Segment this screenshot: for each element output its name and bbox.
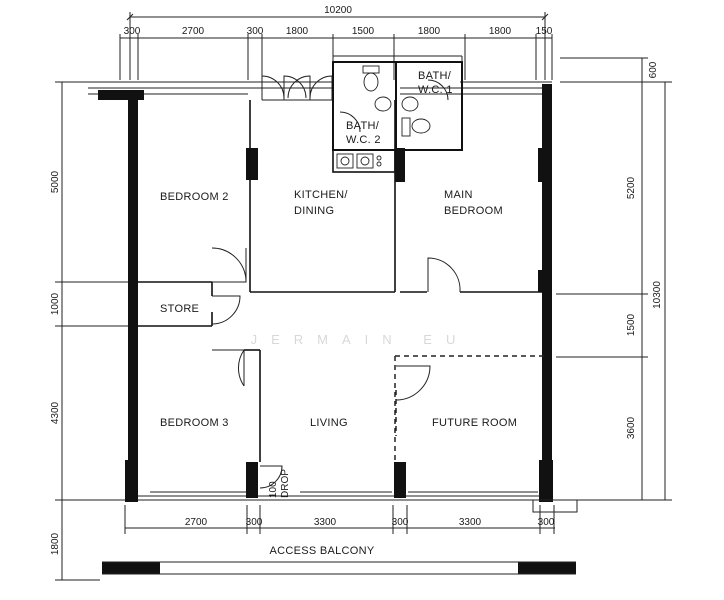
top-dimensions: 10200 300 2700 300 1800 1500 1800 1800 1… xyxy=(119,5,553,80)
dim-top-0: 300 xyxy=(124,26,141,37)
room-bath2-line1: BATH/ xyxy=(346,120,380,132)
dim-top-3: 1800 xyxy=(286,26,309,37)
dim-right-3: 3600 xyxy=(626,416,637,439)
dim-top-1: 2700 xyxy=(182,26,205,37)
dim-left-1: 1000 xyxy=(50,292,61,315)
room-labels: BEDROOM 2 KITCHEN/ DINING BATH/ W.C. 1 B… xyxy=(160,70,517,498)
dim-top-6: 1800 xyxy=(489,26,512,37)
room-kitchen-line1: KITCHEN/ xyxy=(294,189,348,201)
dim-top-total: 10200 xyxy=(324,5,352,16)
access-balcony: ACCESS BALCONY xyxy=(102,545,576,575)
dim-right-1: 5200 xyxy=(626,176,637,199)
dim-bottom-4: 3300 xyxy=(459,517,482,528)
exterior-walls xyxy=(88,81,578,513)
dim-left-3: 1800 xyxy=(50,532,61,555)
balcony-label: ACCESS BALCONY xyxy=(269,545,374,557)
dim-top-7: 150 xyxy=(536,26,553,37)
dim-top-2: 300 xyxy=(247,26,264,37)
dim-left-0: 5000 xyxy=(50,170,61,193)
room-store: STORE xyxy=(160,303,199,315)
dim-bottom-5: 300 xyxy=(538,517,555,528)
room-kitchen-line2: DINING xyxy=(294,205,334,217)
room-main-line2: BEDROOM xyxy=(444,205,503,217)
dim-bottom-2: 3300 xyxy=(314,517,337,528)
drop-number: 100 xyxy=(268,481,279,498)
dim-top-5: 1800 xyxy=(418,26,441,37)
dim-bottom-3: 300 xyxy=(392,517,409,528)
room-future: FUTURE ROOM xyxy=(432,417,517,429)
right-dimensions: 600 5200 1500 3600 10300 xyxy=(556,57,672,501)
dim-right-total: 10300 xyxy=(652,281,663,309)
room-bedroom-2: BEDROOM 2 xyxy=(160,191,229,203)
dim-bottom-0: 2700 xyxy=(185,517,208,528)
dim-right-0: 600 xyxy=(648,61,659,78)
bathroom-block xyxy=(332,55,463,173)
dim-left-2: 4300 xyxy=(50,401,61,424)
drop-label: DROP xyxy=(280,469,291,498)
room-bath1-line2: W.C. 1 xyxy=(418,84,453,96)
dim-bottom-1: 300 xyxy=(246,517,263,528)
doors xyxy=(211,75,461,489)
left-dimensions: 5000 1000 4300 1800 xyxy=(50,81,135,581)
watermark-text: JERMAIN EU xyxy=(251,332,470,347)
room-bath1-line1: BATH/ xyxy=(418,70,452,82)
dim-right-2: 1500 xyxy=(626,313,637,336)
room-main-line1: MAIN xyxy=(444,189,473,201)
bottom-dimensions: 2700 300 3300 300 3300 300 xyxy=(124,505,555,534)
room-bedroom-3: BEDROOM 3 xyxy=(160,417,229,429)
room-bath2-line2: W.C. 2 xyxy=(346,134,381,146)
dim-top-4: 1500 xyxy=(352,26,375,37)
room-living: LIVING xyxy=(310,417,348,429)
interior-walls xyxy=(138,100,545,462)
